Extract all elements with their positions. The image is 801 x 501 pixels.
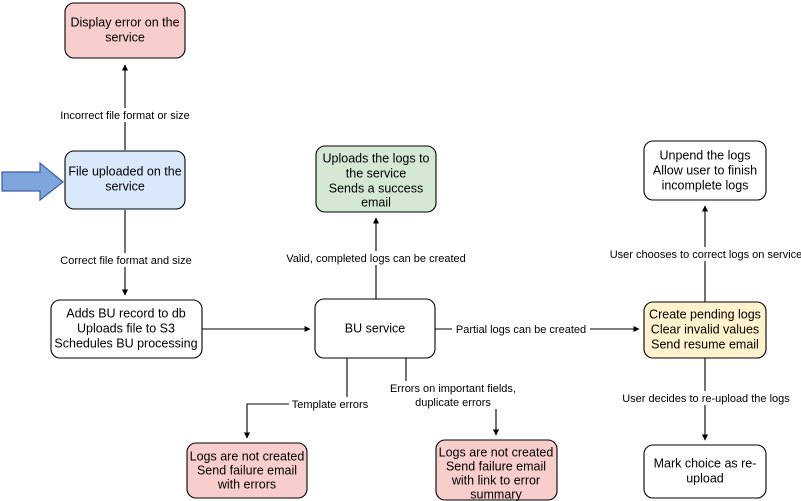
node-uploads-logs-line-3: Sends a success [329, 181, 424, 195]
node-uploads-logs-line-1: Uploads the logs to [322, 151, 429, 165]
node-display-error-line-2: service [105, 30, 145, 44]
node-unpend-logs-line-3: incomplete logs [662, 178, 749, 192]
node-logs-not-created-errors-line-1: Logs are not created [190, 449, 305, 463]
node-uploads-logs[interactable]: Uploads the logs to the service Sends a … [315, 145, 437, 213]
edge-label-bg-user-corrects [608, 247, 801, 261]
node-display-error[interactable]: Display error on the service [64, 2, 186, 59]
node-adds-bu-record-line-2: Uploads file to S3 [77, 321, 175, 335]
node-uploads-logs-line-4: email [361, 195, 391, 209]
edge-label-bg-valid-logs [283, 251, 470, 265]
node-uploads-logs-line-2: the service [346, 166, 406, 180]
node-logs-not-created-summary-line-1: Logs are not created [439, 445, 554, 459]
edge-label-important-field-errors-line2: duplicate errors [415, 397, 491, 409]
edge-label-template-errors: Template errors [292, 399, 369, 411]
node-file-uploaded[interactable]: File uploaded on the service [64, 150, 186, 210]
node-unpend-logs-rect [643, 140, 767, 201]
edge-label-bg-user-reuploads [619, 391, 793, 405]
node-adds-bu-record[interactable]: Adds BU record to db Uploads file to S3 … [50, 299, 203, 359]
node-logs-not-created-summary-line-3: with link to error [451, 473, 540, 487]
node-create-pending-logs-line-1: Create pending logs [649, 307, 761, 321]
edge-label-correct-format: Correct file format and size [60, 255, 191, 267]
edge-label-bg-important-field-errors [392, 381, 514, 409]
node-file-uploaded-line-1: File uploaded on the [68, 164, 181, 178]
node-unpend-logs[interactable]: Unpend the logs Allow user to finish inc… [643, 140, 767, 201]
edge-label-important-field-errors-line1: Errors on important fields, [390, 383, 516, 395]
node-unpend-logs-line-1: Unpend the logs [659, 148, 750, 162]
edge-label-valid-logs: Valid, completed logs can be created [286, 253, 466, 265]
edge-label-user-corrects: User chooses to correct logs on service [610, 249, 801, 261]
node-display-error-rect [64, 2, 186, 59]
node-logs-not-created-errors[interactable]: Logs are not created Send failure email … [186, 442, 308, 499]
node-adds-bu-record-rect [50, 299, 203, 359]
node-logs-not-created-errors-line-2: Send failure email [197, 463, 297, 477]
node-create-pending-logs-line-3: Send resume email [651, 337, 759, 351]
edge-label-bg-incorrect-format [55, 108, 195, 122]
edge-label-bg-correct-format [58, 253, 194, 267]
node-create-pending-logs[interactable]: Create pending logs Clear invalid values… [643, 301, 767, 359]
node-bu-service-rect [314, 298, 436, 359]
node-mark-choice-reupload[interactable]: Mark choice as re- upload [643, 444, 767, 499]
edge-label-partial-logs: Partial logs can be created [456, 324, 586, 336]
node-adds-bu-record-line-1: Adds BU record to db [66, 306, 186, 320]
node-logs-not-created-summary-line-2: Send failure email [446, 459, 546, 473]
node-create-pending-logs-line-2: Clear invalid values [651, 322, 759, 336]
node-bu-service-label: BU service [345, 321, 405, 335]
node-display-error-line-1: Display error on the [70, 15, 179, 29]
node-logs-not-created-summary-line-4: summary [470, 487, 522, 501]
edge-label-user-reuploads: User decides to re-upload the logs [622, 393, 790, 405]
node-file-uploaded-line-2: service [105, 179, 145, 193]
node-logs-not-created-errors-line-3: with errors [217, 477, 276, 491]
node-create-pending-logs-rect [643, 301, 767, 359]
node-mark-choice-reupload-rect [643, 444, 767, 499]
edge-label-bg-template-errors [289, 397, 371, 411]
node-logs-not-created-summary-rect [435, 439, 558, 501]
node-mark-choice-reupload-line-2: upload [686, 471, 724, 485]
node-adds-bu-record-line-3: Schedules BU processing [54, 336, 197, 350]
node-uploads-logs-rect [315, 145, 437, 213]
node-mark-choice-reupload-line-1: Mark choice as re- [654, 456, 757, 470]
entry-arrow-icon [1, 161, 64, 202]
node-logs-not-created-summary[interactable]: Logs are not created Send failure email … [435, 439, 558, 501]
node-bu-service[interactable]: BU service [314, 298, 436, 359]
node-logs-not-created-errors-rect [186, 442, 308, 499]
edge-label-incorrect-format: Incorrect file format or size [60, 110, 190, 122]
node-file-uploaded-rect [64, 150, 186, 210]
node-unpend-logs-line-2: Allow user to finish [653, 163, 757, 177]
edge-label-bg-partial-logs [452, 322, 590, 336]
